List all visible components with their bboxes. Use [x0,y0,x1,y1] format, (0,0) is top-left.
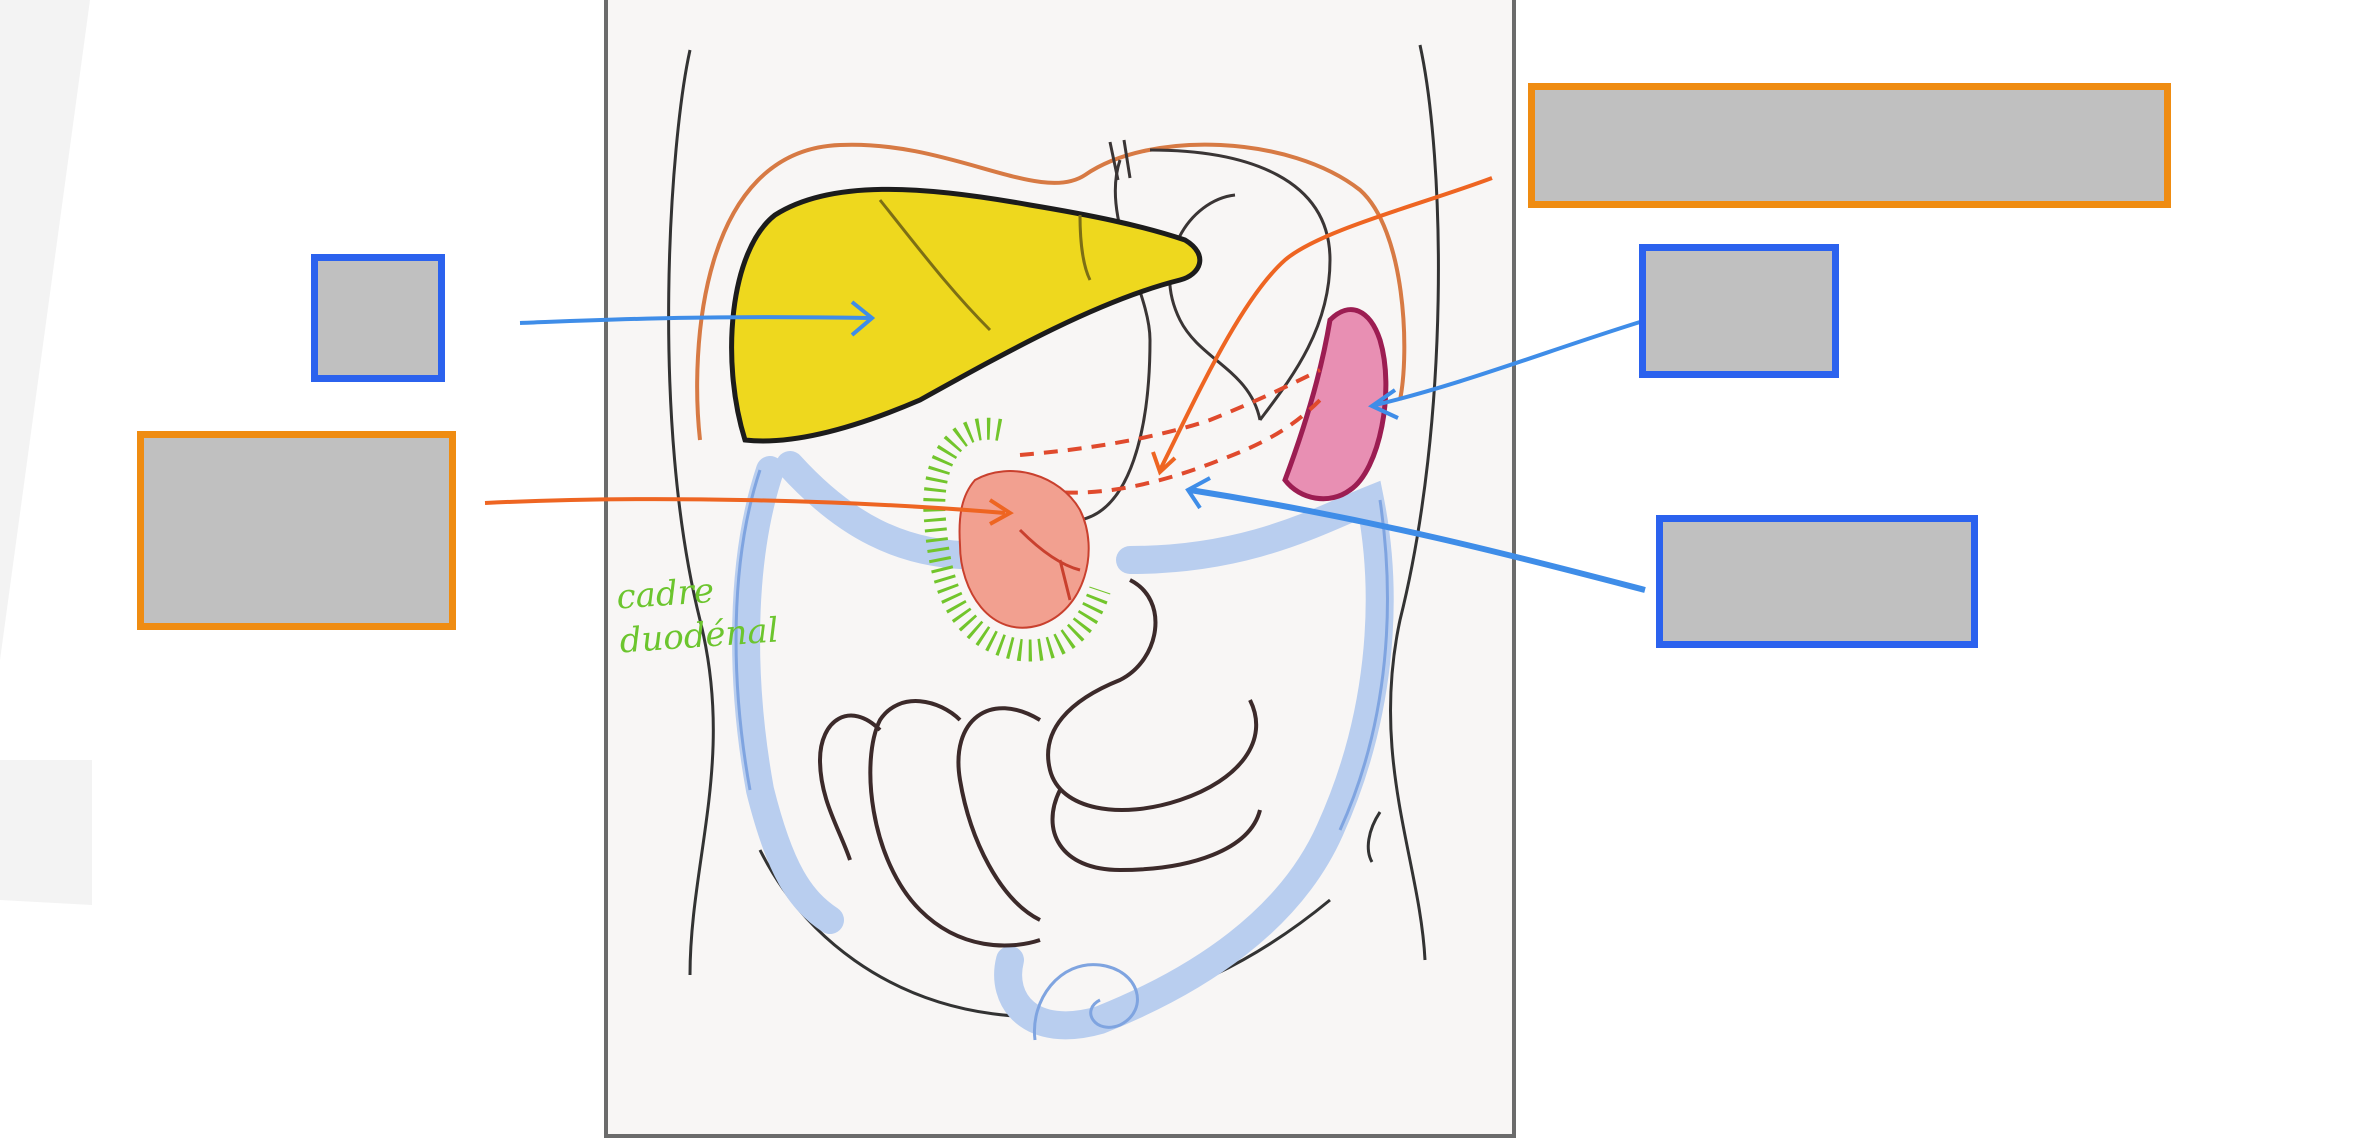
handwritten-annotation: cadre duodénal [615,565,780,664]
esophagus [1108,139,1132,181]
arrow-duodenum [1189,487,1646,593]
arrow-liver [519,315,871,325]
sigmoid-loop [1032,963,1139,1041]
arrow-pancreas-head [484,497,1006,515]
small-intestine [817,578,1262,948]
liver-detail [878,199,1092,332]
arrow-spleen-head [1367,388,1399,420]
spleen [1282,307,1389,502]
arrow-pancreas [1158,176,1493,471]
label-box-pancreas[interactable] [1528,83,2171,208]
arrow-duodenum-head [1185,476,1211,510]
diaphragm-line [695,142,1407,441]
label-box-duodenum[interactable] [1656,515,1978,648]
iliac-mark [1366,811,1382,863]
duodenal-frame [923,417,1111,662]
bile-duct [1018,528,1081,601]
arrow-pancreas-tip [1151,451,1177,476]
pancreas [1019,368,1322,495]
arrow-pancreas-head-tip [988,498,1014,526]
body-outline-right [1389,44,1440,961]
arrow-spleen [1374,320,1641,407]
label-box-spleen[interactable] [1639,244,1839,378]
colon-edge [734,469,1389,831]
body-outline-left [667,49,715,976]
label-box-pancreas-head[interactable] [137,431,456,630]
arrow-liver-head [850,300,876,337]
label-box-liver[interactable] [311,254,445,382]
pancreas-head [958,470,1090,629]
colon [732,451,1394,1040]
